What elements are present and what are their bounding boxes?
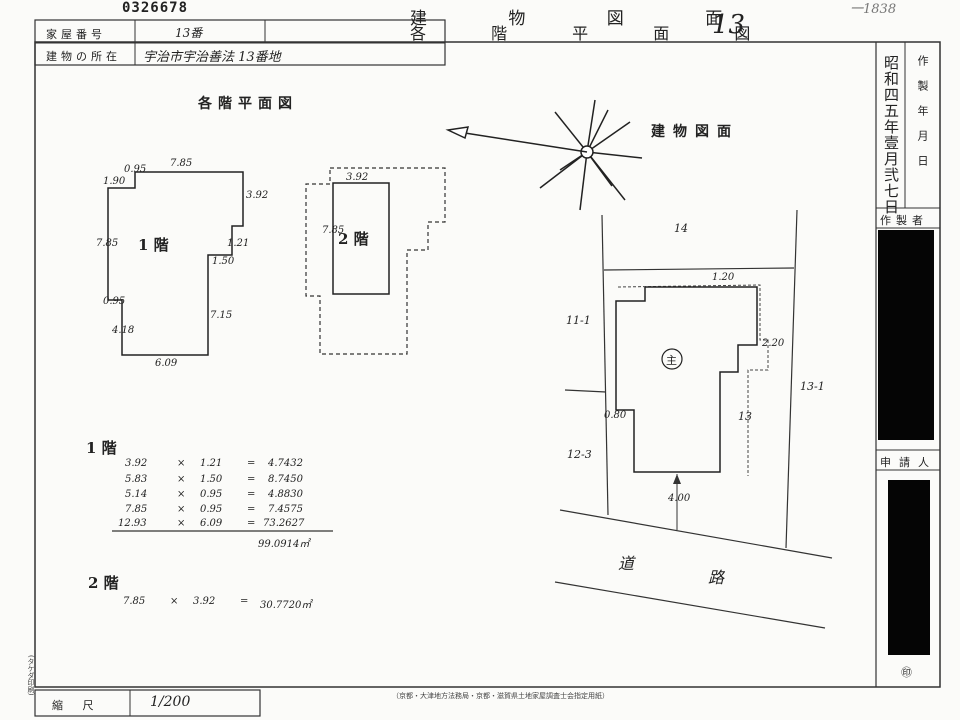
calc-floor1-label: 1 階	[86, 439, 117, 457]
site-dim-top: 1.20	[712, 272, 735, 283]
calc-row1-a: 3.92	[125, 458, 148, 469]
road-char-2: 路	[708, 568, 725, 587]
calc-row3-op: ×	[177, 489, 186, 500]
calc-row2-b: 1.50	[200, 474, 223, 485]
floor1-outline	[107, 171, 244, 356]
f1-dim-bottom: 6.09	[155, 358, 178, 369]
calc-f2-op: ×	[170, 596, 179, 607]
road-char-1: 道	[618, 554, 635, 573]
north-arrow	[445, 126, 588, 153]
page-border	[34, 41, 941, 688]
calc-row5-a: 12.93	[118, 518, 147, 529]
calc-row3-r: 4.8830	[268, 489, 303, 500]
parcel-11-1: 11-1	[566, 314, 591, 327]
calc-row5-eq: =	[247, 518, 256, 529]
calc-row5-r: 73.2627	[263, 518, 305, 529]
calc-row3-a: 5.14	[125, 489, 148, 500]
parcel-12-3: 12-3	[567, 448, 592, 461]
calc-row4-a: 7.85	[125, 504, 148, 515]
calc-f2-a: 7.85	[123, 596, 146, 607]
parcel-14: 14	[674, 222, 688, 235]
calc-row1-r: 4.7432	[268, 458, 303, 469]
site-dim-road: 4.00	[668, 493, 691, 504]
f2-dim-top: 3.92	[346, 172, 369, 183]
f1-dim-right: 3.92	[246, 190, 269, 201]
parcel-13: 13	[738, 410, 752, 423]
main-building-label: 主	[666, 354, 677, 367]
site-lines	[554, 209, 833, 629]
footer-note: （京都・大津地方法務局・京都・滋賀県土地家屋調査士会指定用紙）	[392, 692, 609, 700]
scale-label: 縮 尺	[52, 699, 102, 712]
calc-f2-b: 3.92	[193, 596, 216, 607]
date-value: 昭和四五年壹月弐七日	[882, 55, 900, 215]
applicant-redaction	[888, 480, 930, 655]
f1-dim-notch2: 0.95	[124, 164, 147, 175]
calc-row2-r: 8.7450	[268, 474, 303, 485]
f1-dim-step2: 1.50	[212, 256, 235, 267]
main-building-symbol	[661, 348, 683, 370]
f1-dim-low-right: 7.15	[210, 310, 233, 321]
floor-plan-heading: 各階平面図	[198, 96, 298, 112]
calc-row4-r: 7.4575	[268, 504, 303, 515]
f2-dim-left: 7.85	[322, 225, 345, 236]
location-value: 宇治市宇治善法 13番地	[143, 50, 281, 65]
handwritten-number: 13	[712, 10, 746, 40]
title-line2: 各 階 平 面 図	[410, 24, 781, 43]
site-dim-right: 2.20	[762, 338, 785, 349]
calc-row4-op: ×	[177, 504, 186, 515]
house-number-value: 13番	[175, 26, 203, 40]
f1-dim-notch: 1.90	[103, 176, 126, 187]
calc-row3-eq: =	[247, 489, 256, 500]
author-label: 作製者	[880, 214, 928, 227]
calc-row1-b: 1.21	[200, 458, 223, 469]
f1-dim-low-left: 4.18	[112, 325, 135, 336]
calc-floor2-label: 2 階	[88, 574, 119, 592]
f1-dim-step1: 1.21	[227, 238, 250, 249]
f1-dim-top: 7.85	[170, 158, 193, 169]
calc-row2-op: ×	[177, 474, 186, 485]
floor2-plan-label: 2 階	[338, 230, 369, 248]
date-label: 作製年月日	[916, 55, 929, 180]
floor2-outline	[332, 182, 390, 295]
compass-star	[539, 99, 643, 211]
author-redaction	[878, 230, 934, 440]
calc-row1-op: ×	[177, 458, 186, 469]
calc-f2-r: 30.7720㎡	[260, 600, 312, 611]
printer-stamp: (タケダ印刷)	[27, 655, 35, 696]
corner-stamp: 一1838	[850, 2, 897, 17]
parcel-13-1: 13-1	[800, 380, 825, 393]
calc-row4-eq: =	[247, 504, 256, 515]
calc-row2-a: 5.83	[125, 474, 148, 485]
calc-floor1-total: 99.0914㎡	[258, 539, 310, 550]
house-number-label: 家屋番号	[46, 28, 106, 41]
scale-value: 1/200	[150, 694, 191, 710]
location-label: 建物の所在	[46, 50, 121, 63]
title-line1: 建 物 図 面	[410, 9, 761, 29]
calc-row1-eq: =	[247, 458, 256, 469]
calc-row3-b: 0.95	[200, 489, 223, 500]
serial-number: 0326678	[122, 0, 189, 16]
floor2-dashed-outline	[305, 167, 446, 355]
f1-dim-left: 7.85	[96, 238, 119, 249]
site-building-outline	[615, 286, 758, 473]
floor1-plan-label: 1 階	[138, 236, 169, 254]
seal-mark: ㊞	[901, 666, 912, 679]
calc-f2-eq: =	[240, 596, 249, 607]
applicant-label: 申請人	[880, 456, 937, 469]
building-drawing-heading: 建物図面	[651, 124, 739, 140]
calc-row4-b: 0.95	[200, 504, 223, 515]
calc-row5-b: 6.09	[200, 518, 223, 529]
calc-row2-eq: =	[247, 474, 256, 485]
f1-dim-low-notch: 0.95	[103, 296, 126, 307]
site-dim-left: 0.80	[604, 410, 627, 421]
calc-row5-op: ×	[177, 518, 186, 529]
